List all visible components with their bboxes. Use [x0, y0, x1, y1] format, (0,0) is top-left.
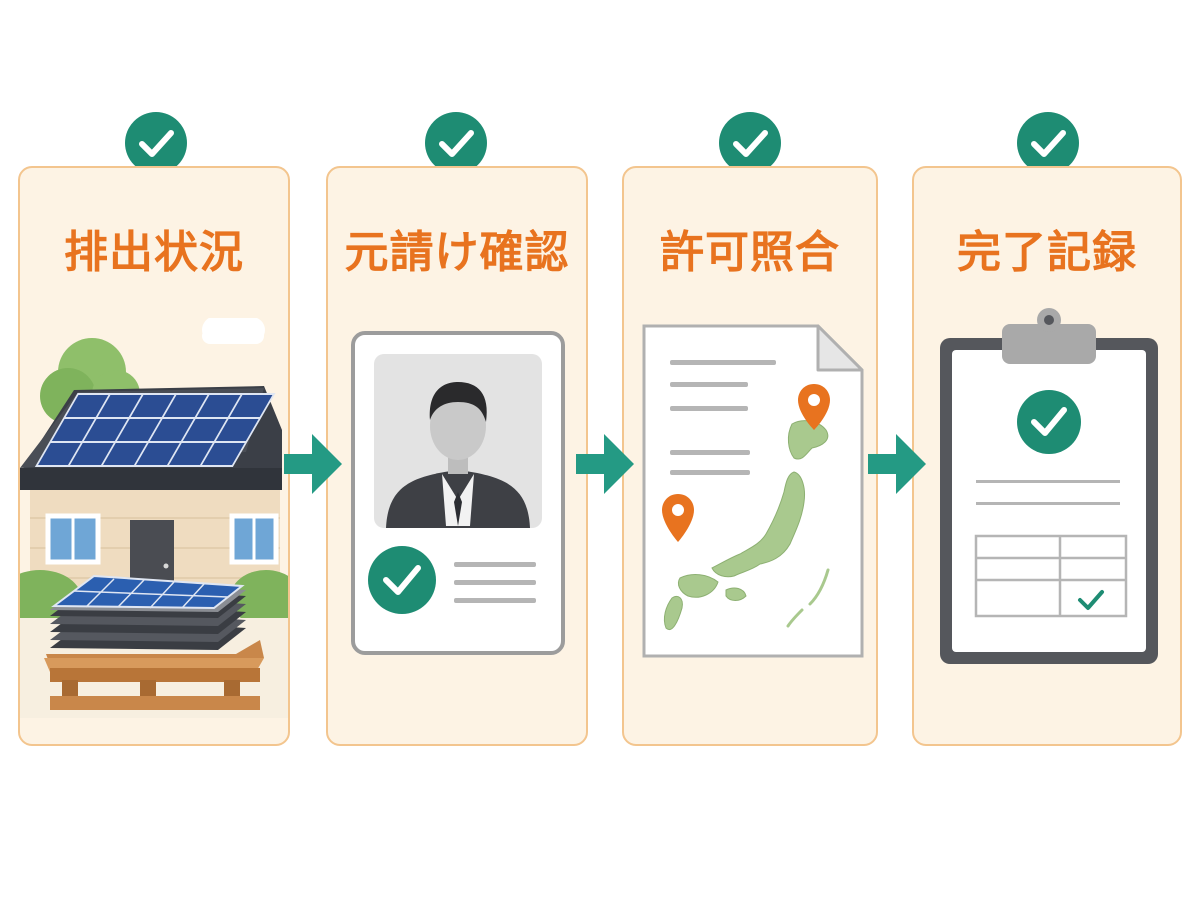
check-badge-icon — [124, 111, 188, 175]
arrow-right-icon — [574, 432, 636, 496]
permit-map-document-icon — [642, 324, 864, 658]
clipboard-record-icon — [940, 308, 1158, 664]
step-title: 許可照合 — [660, 227, 840, 278]
step-card-discharge-status: 排出状況 — [18, 166, 290, 746]
check-badge-icon — [424, 111, 488, 175]
arrow-right-icon — [282, 432, 344, 496]
step-title: 完了記録 — [957, 227, 1137, 278]
step-title: 排出状況 — [64, 227, 244, 278]
check-badge-icon — [718, 111, 782, 175]
step-card-contractor-check: 元請け確認 — [326, 166, 588, 746]
id-card-icon — [351, 331, 565, 655]
step-card-completion-record: 完了記録 — [912, 166, 1182, 746]
arrow-right-icon — [866, 432, 928, 496]
solar-house-icon — [20, 318, 288, 718]
step-title: 元請け確認 — [344, 227, 570, 278]
step-card-permit-verification: 許可照合 — [622, 166, 878, 746]
check-badge-icon — [1016, 111, 1080, 175]
